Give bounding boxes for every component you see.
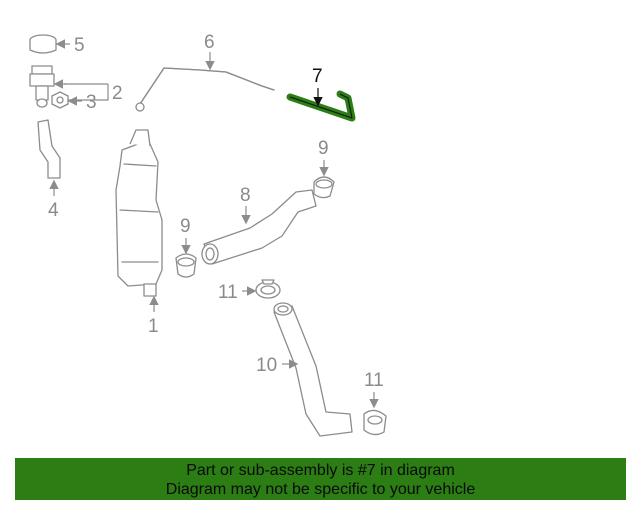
callout-9b[interactable]: 9 [180, 216, 191, 237]
banner-line-2: Diagram may not be specific to your vehi… [165, 481, 476, 498]
part-2-valve[interactable] [29, 65, 55, 108]
callout-2[interactable]: 2 [112, 83, 123, 104]
part-11-clamp-upper[interactable] [255, 279, 281, 299]
banner-line-1: Part or sub-assembly is #7 in diagram [186, 462, 455, 479]
part-9-clamp-upper[interactable] [313, 176, 335, 199]
callout-5[interactable]: 5 [74, 35, 85, 56]
part-5-cap[interactable] [29, 34, 57, 54]
part-3-nut[interactable] [51, 91, 69, 109]
callout-1[interactable]: 1 [148, 316, 159, 337]
part-10-lower-hose[interactable] [273, 302, 353, 437]
part-7-pipe-highlighted[interactable] [286, 90, 356, 122]
part-11-clamp-lower[interactable] [363, 409, 387, 436]
part-6-pipe[interactable] [135, 67, 275, 112]
leader-2 [64, 83, 109, 101]
callout-6[interactable]: 6 [204, 32, 215, 53]
info-banner: Part or sub-assembly is #7 in diagram Di… [15, 458, 626, 500]
part-1-reservoir[interactable] [115, 129, 163, 297]
part-9-clamp-lower[interactable] [175, 253, 197, 278]
callout-3[interactable]: 3 [86, 92, 97, 113]
callout-9a[interactable]: 9 [318, 138, 329, 159]
callout-11b[interactable]: 11 [364, 370, 384, 391]
callout-8[interactable]: 8 [240, 185, 251, 206]
callout-7[interactable]: 7 [312, 66, 323, 87]
part-8-upper-hose[interactable] [201, 189, 317, 265]
callout-11a[interactable]: 11 [218, 282, 238, 303]
part-4-elbow-hose[interactable] [37, 119, 61, 179]
callout-4[interactable]: 4 [48, 200, 59, 221]
callout-10[interactable]: 10 [256, 355, 277, 376]
